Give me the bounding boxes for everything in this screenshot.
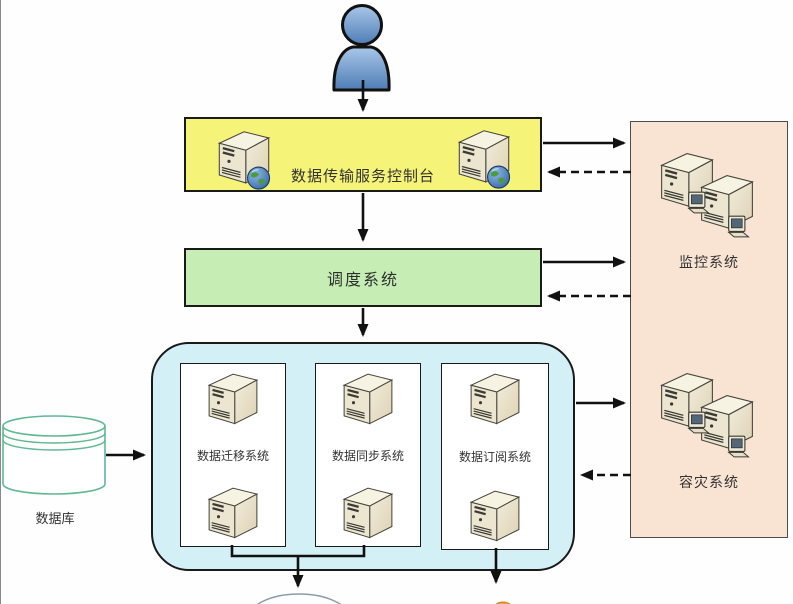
subsystem-box-migration: 数据迁移系统 xyxy=(180,363,286,547)
server-icon xyxy=(204,370,262,426)
subsystems-container: 数据迁移系统 数据同步系统 数据订阅系统 xyxy=(151,342,575,571)
subsystem-label: 数据订阅系统 xyxy=(458,450,531,464)
server-icon xyxy=(466,370,524,426)
server-icon xyxy=(466,487,524,543)
server-workstation-pair-icon xyxy=(660,152,754,238)
server-icon xyxy=(204,484,262,540)
database-cylinder-icon xyxy=(2,415,106,495)
partial-cylinder-shape xyxy=(256,593,342,604)
server-icon xyxy=(339,484,397,540)
subsystem-label: 数据迁移系统 xyxy=(196,448,269,463)
monitoring-group: 监控系统 xyxy=(631,148,787,272)
database-label: 数据库 xyxy=(35,512,75,527)
subsystem-box-subscription: 数据订阅系统 xyxy=(441,363,549,550)
user-icon xyxy=(332,4,391,92)
scheduler-label: 调度系统 xyxy=(326,269,399,289)
subsystem-label: 数据同步系统 xyxy=(331,448,404,463)
server-workstation-pair-icon xyxy=(660,372,754,458)
console-box: 数据传输服务控制台 xyxy=(184,117,542,192)
scheduler-box: 调度系统 xyxy=(184,248,542,307)
side-panel: 监控系统 容灾系统 xyxy=(630,121,788,538)
console-label: 数据传输服务控制台 xyxy=(290,167,435,185)
disaster-recovery-label: 容灾系统 xyxy=(679,475,739,491)
subsystem-box-sync: 数据同步系统 xyxy=(315,363,421,547)
disaster-recovery-group: 容灾系统 xyxy=(631,368,787,492)
monitoring-label: 监控系统 xyxy=(679,255,739,271)
server-icon xyxy=(339,370,397,426)
